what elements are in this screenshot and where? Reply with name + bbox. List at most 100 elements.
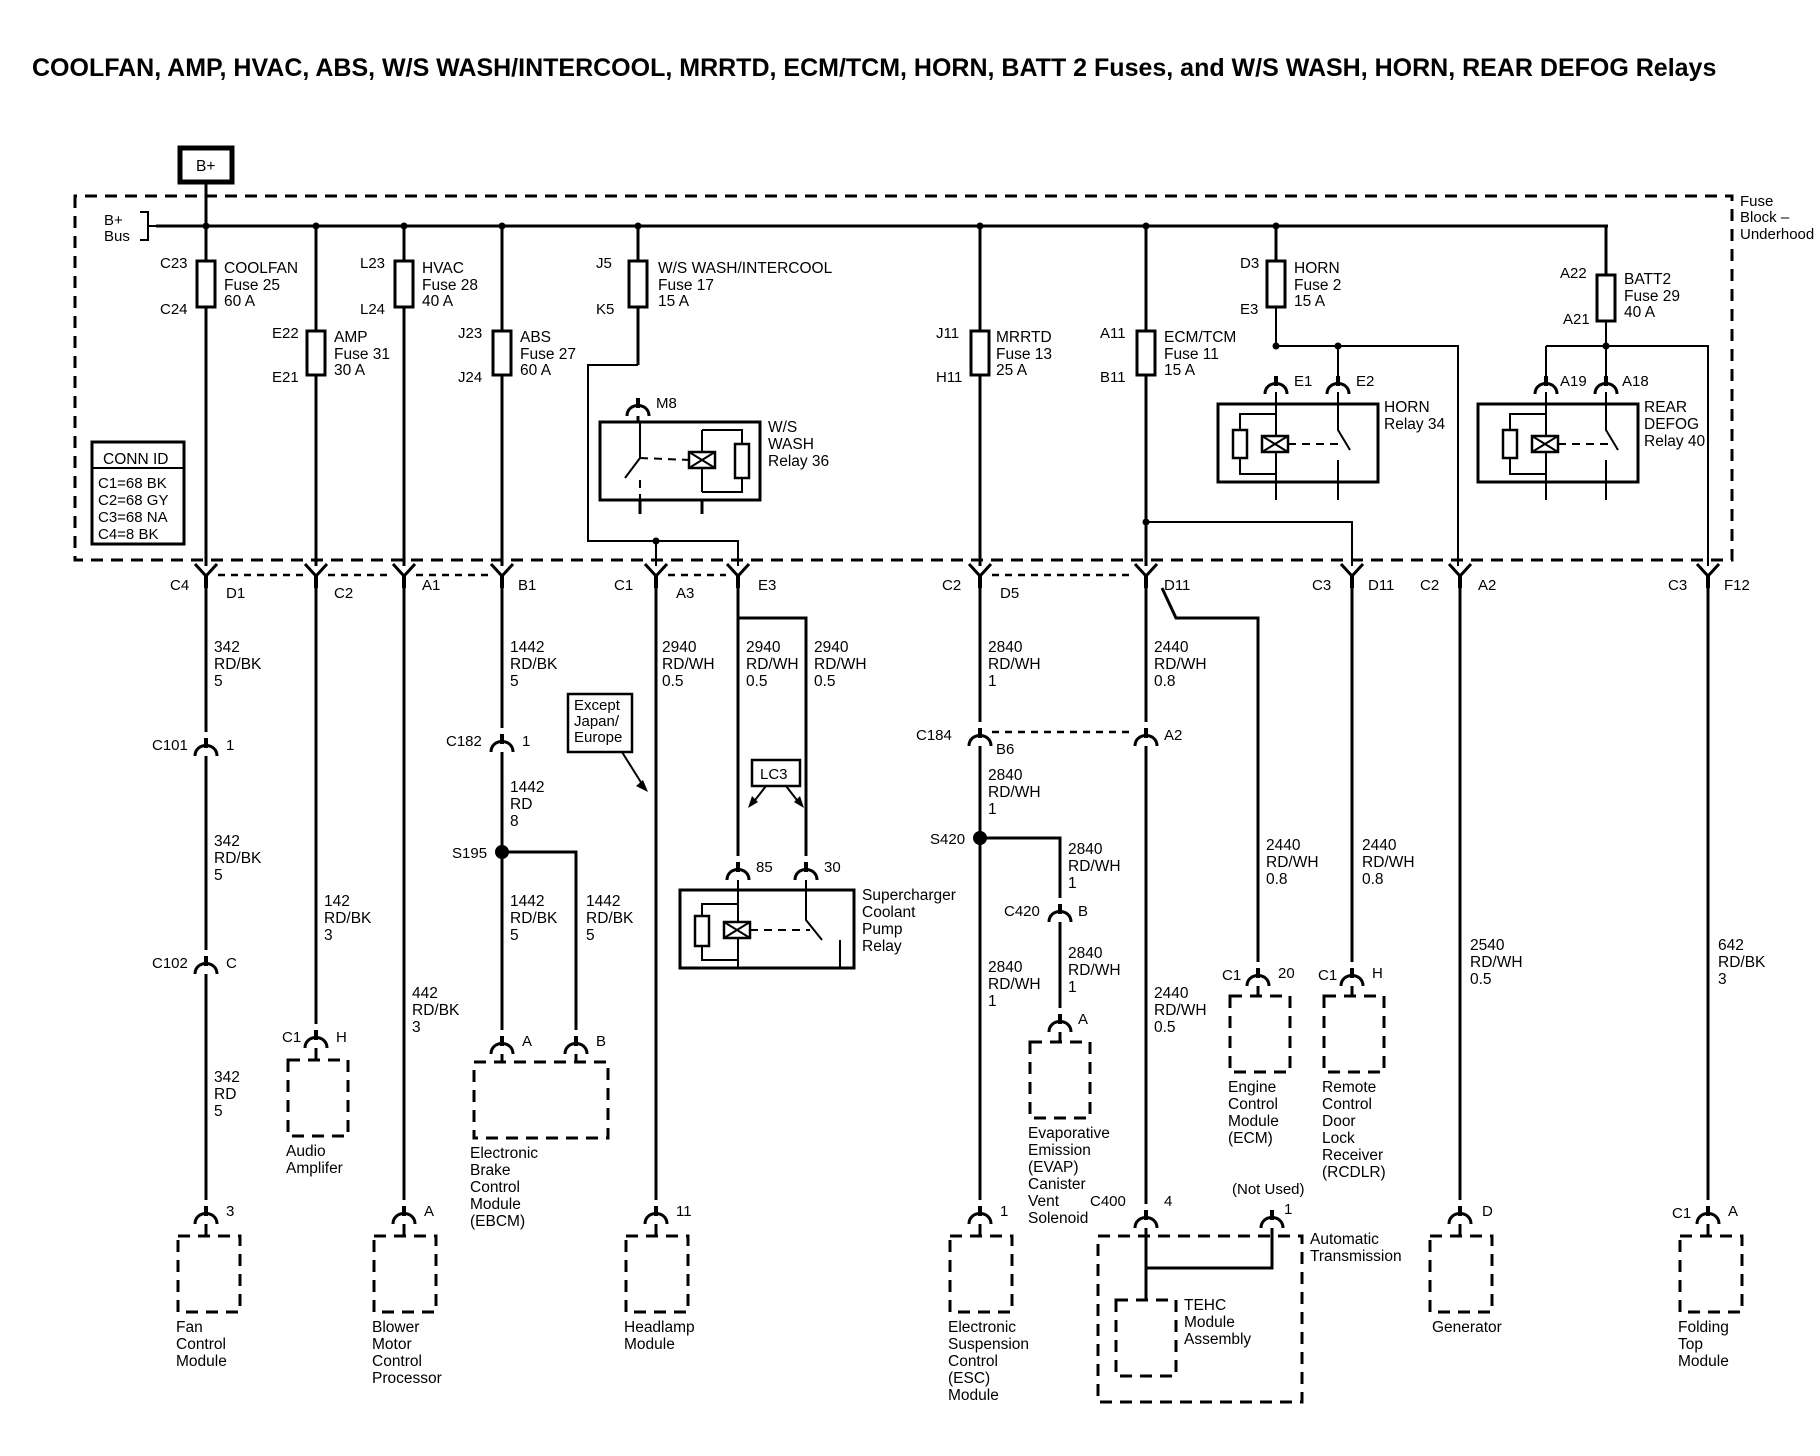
svg-text:C400: C400	[1090, 1193, 1126, 1210]
blower-motor-control-processor	[372, 1234, 438, 1314]
svg-text:J11: J11	[936, 325, 959, 342]
svg-text:C101: C101	[152, 737, 188, 754]
svg-text:4: 4	[1164, 1193, 1172, 1210]
svg-text:E3: E3	[1240, 301, 1258, 318]
tehc-module-assembly	[1114, 1298, 1178, 1378]
svg-text:C1: C1	[282, 1029, 301, 1046]
svg-text:H: H	[1372, 965, 1383, 982]
svg-text:A: A	[522, 1033, 532, 1050]
svg-text:A22: A22	[1560, 265, 1587, 282]
svg-text:A21: A21	[1563, 311, 1590, 328]
svg-text:85: 85	[756, 859, 773, 876]
svg-text:A19: A19	[1560, 373, 1587, 390]
svg-text:Generator: Generator	[1432, 1319, 1502, 1336]
fan-control-module	[176, 1234, 242, 1314]
svg-text:E3: E3	[758, 577, 776, 594]
svg-text:C1: C1	[1318, 967, 1337, 984]
conn-id-title: CONN ID	[103, 451, 168, 468]
svg-text:C2: C2	[334, 585, 353, 602]
svg-text:B: B	[596, 1033, 606, 1050]
esc-module	[948, 1234, 1014, 1314]
headlamp-module	[624, 1234, 690, 1314]
svg-text:D11: D11	[1164, 577, 1190, 594]
svg-text:D11: D11	[1368, 577, 1394, 594]
svg-text:A: A	[424, 1203, 434, 1220]
svg-text:A3: A3	[676, 585, 694, 602]
svg-text:B6: B6	[996, 741, 1014, 758]
svg-text:D3: D3	[1240, 255, 1259, 272]
svg-text:S195: S195	[452, 845, 487, 862]
svg-text:1: 1	[1000, 1203, 1008, 1220]
svg-text:A11: A11	[1100, 325, 1126, 342]
svg-text:L23: L23	[360, 255, 385, 272]
svg-text:H: H	[336, 1029, 347, 1046]
svg-text:C3: C3	[1312, 577, 1331, 594]
svg-text:20: 20	[1278, 965, 1295, 982]
svg-text:C1: C1	[1222, 967, 1241, 984]
svg-text:(Not Used): (Not Used)	[1232, 1181, 1305, 1198]
svg-text:1: 1	[1284, 1201, 1292, 1218]
svg-text:E22: E22	[272, 325, 299, 342]
folding-top-module	[1678, 1234, 1744, 1314]
svg-text:E1: E1	[1294, 373, 1312, 390]
conn-id-lines: C1=68 BK C2=68 GY C3=68 NA C4=8 BK	[98, 475, 172, 543]
conn-id-box	[90, 440, 186, 546]
rcdlr-module	[1322, 994, 1386, 1074]
evap-canister-vent-solenoid	[1028, 1040, 1092, 1120]
svg-text:K5: K5	[596, 301, 614, 318]
ws-wash-pin-label: M8	[656, 395, 677, 412]
svg-text:F12: F12	[1724, 577, 1750, 594]
svg-text:C102: C102	[152, 955, 188, 972]
svg-text:J23: J23	[458, 325, 482, 342]
svg-text:C1: C1	[1672, 1205, 1691, 1222]
svg-text:D5: D5	[1000, 585, 1019, 602]
rear-defog-relay-label: REAR DEFOG Relay 40	[1644, 399, 1706, 450]
svg-text:A1: A1	[422, 577, 440, 594]
svg-text:A2: A2	[1478, 577, 1496, 594]
svg-text:A: A	[1728, 1203, 1738, 1220]
svg-text:C2: C2	[942, 577, 961, 594]
svg-text:H11: H11	[936, 369, 962, 386]
svg-text:C: C	[226, 955, 237, 972]
svg-text:A18: A18	[1622, 373, 1649, 390]
svg-text:C184: C184	[916, 727, 952, 744]
svg-text:C420: C420	[1004, 903, 1040, 920]
svg-text:J24: J24	[458, 369, 482, 386]
bus-label: B+ Bus	[104, 212, 130, 245]
horn-relay-label: HORN Relay 34	[1384, 399, 1446, 433]
svg-text:C24: C24	[160, 301, 188, 318]
